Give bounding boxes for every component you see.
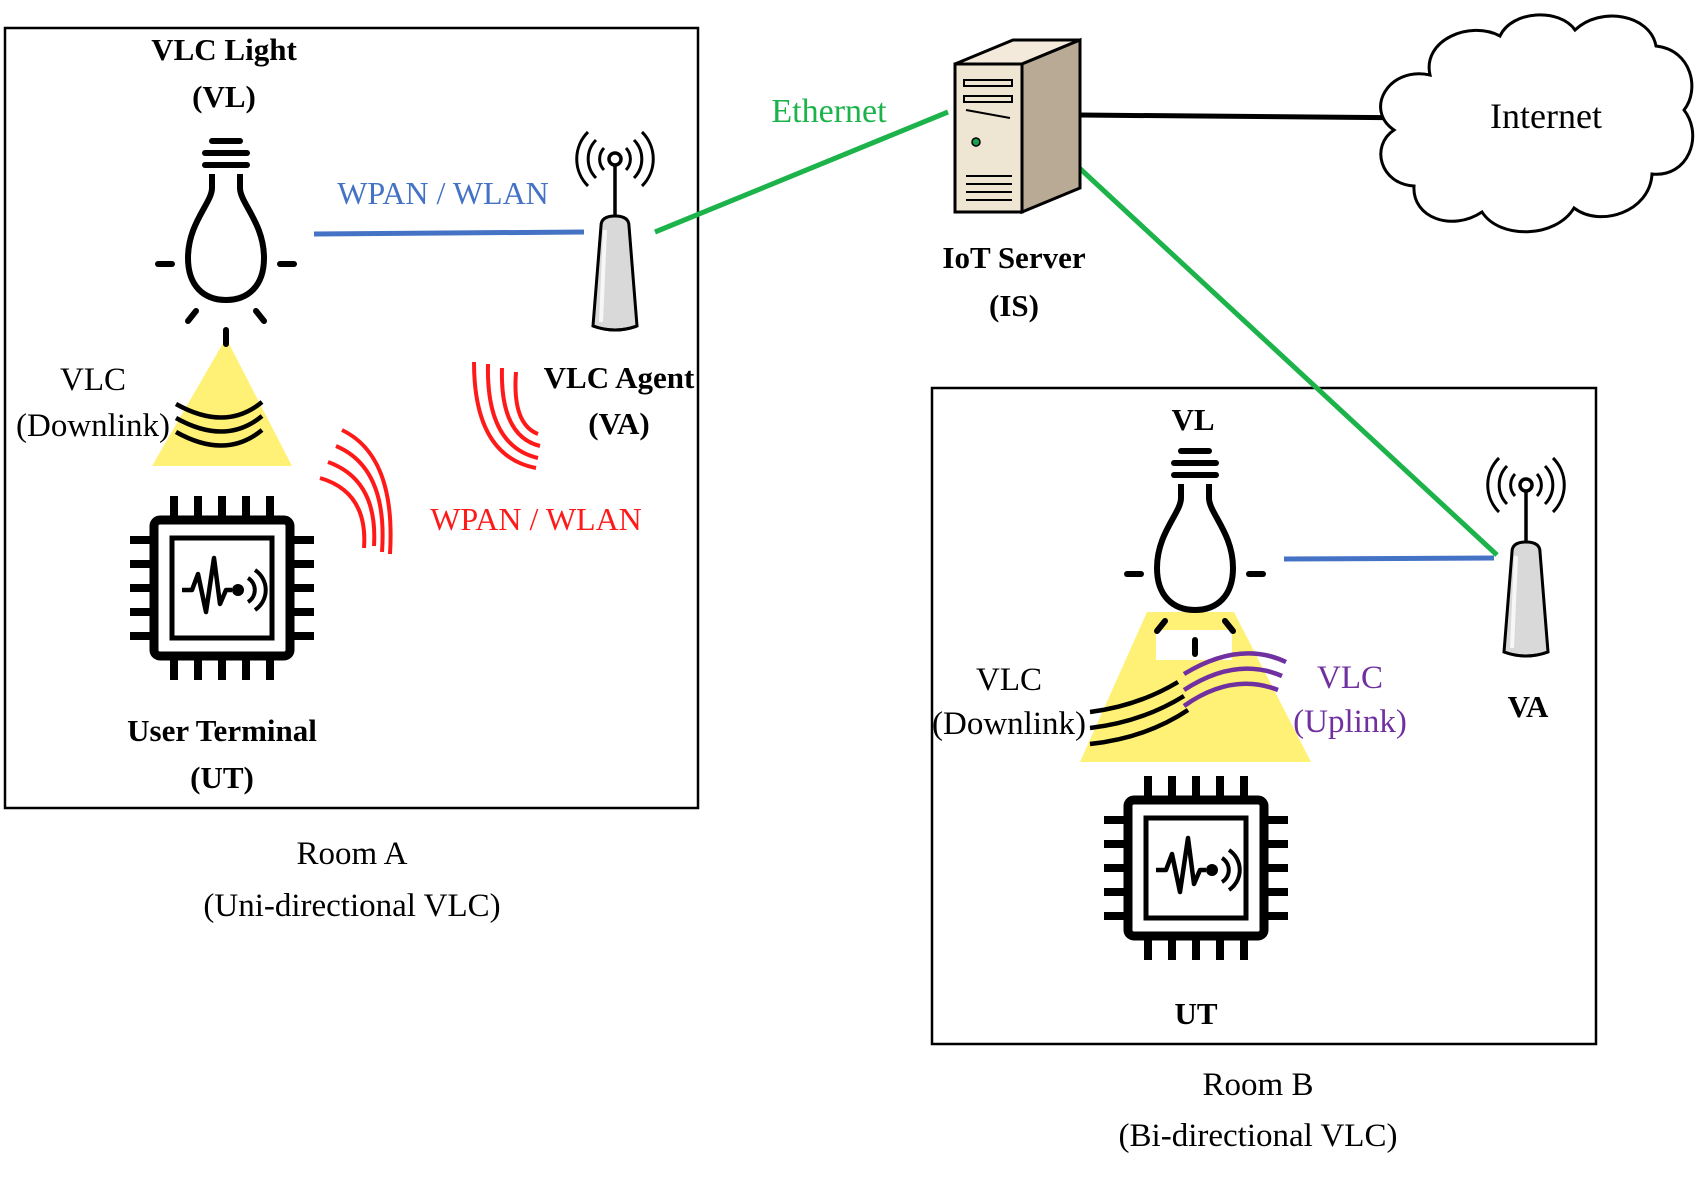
ut-label-line1: User Terminal: [127, 713, 317, 748]
room-b-caption-line2: (Bi-directional VLC): [1119, 1118, 1398, 1154]
radio-waves-icon: [319, 428, 393, 555]
light-bulb-icon: [158, 138, 294, 344]
room-b-uplink-label-line1: VLC: [1317, 660, 1383, 696]
downlink-waves-icon-room-b: [1089, 680, 1190, 747]
room-b-box: [930, 386, 1598, 1046]
wpan-wlan-link-room-a: [313, 229, 585, 237]
radio-waves-icon-agent: [472, 361, 541, 470]
chip-icon-room-b: [1104, 776, 1288, 960]
vl-label-line1: VLC Light: [151, 32, 297, 67]
vl-label-line2: (VL): [192, 79, 256, 114]
wpan-wlan-rf-label: WPAN / WLAN: [430, 501, 642, 537]
ethernet-label: Ethernet: [771, 93, 887, 130]
antenna-icon: [574, 130, 656, 332]
va-label-line1: VLC Agent: [544, 360, 695, 395]
ut-label-line2: (UT): [190, 760, 254, 795]
uplink-waves-icon: [1182, 651, 1287, 708]
vlc-downlink-label-line1: VLC: [60, 362, 126, 398]
vlc-downlink-label-line2: (Downlink): [16, 408, 170, 444]
chip-icon: [130, 496, 314, 680]
internet-link: [1079, 112, 1421, 121]
room-b-uplink-label-line2: (Uplink): [1293, 704, 1407, 740]
room-b-caption-line1: Room B: [1203, 1067, 1314, 1103]
room-b-downlink-label-line2: (Downlink): [932, 706, 1086, 742]
server-label-line2: (IS): [989, 288, 1039, 323]
wpan-wlan-link-label: WPAN / WLAN: [337, 175, 549, 211]
room-b-ut-label: UT: [1174, 996, 1217, 1031]
room-b-downlink-label-line1: VLC: [976, 662, 1042, 698]
va-label-line2: (VA): [588, 406, 649, 441]
server-icon: [953, 37, 1082, 215]
wpan-wlan-link-room-b: [1283, 555, 1495, 562]
internet-label: Internet: [1490, 96, 1602, 136]
room-a-caption-line1: Room A: [297, 836, 408, 872]
room-b-va-label: VA: [1508, 689, 1549, 724]
server-label-line1: IoT Server: [942, 240, 1085, 275]
ethernet-link-room-a: [654, 109, 949, 235]
room-b-vl-label: VL: [1171, 402, 1214, 437]
antenna-icon-room-b: [1485, 456, 1567, 658]
room-a-box: [3, 26, 700, 810]
light-beam-room-b: [1080, 612, 1311, 762]
downlink-waves-icon: [174, 400, 264, 448]
ethernet-link-room-b: [1073, 162, 1499, 557]
cloud-icon: [1379, 13, 1695, 234]
room-a-caption-line2: (Uni-directional VLC): [203, 888, 500, 924]
